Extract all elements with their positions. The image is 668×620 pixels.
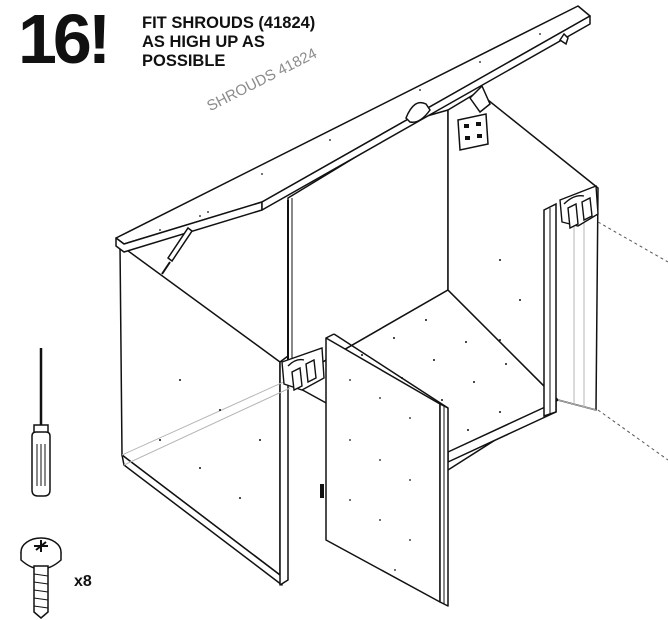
shroud-bracket-icon: [281, 347, 325, 392]
leader-lines: [597, 221, 668, 461]
instruction-line-1: FIT SHROUDS (41824): [142, 14, 316, 32]
lid-dots: [159, 33, 541, 231]
open-door: [325, 333, 449, 607]
door-hinge: [320, 484, 324, 498]
step-number: 16!: [18, 0, 111, 78]
shroud-bracket-icon: [559, 185, 599, 230]
screw-quantity: x8: [74, 573, 92, 590]
lid-strut: [161, 226, 194, 275]
step-instruction: FIT SHROUDS (41824) AS HIGH UP AS POSSIB…: [142, 14, 382, 71]
left-side-panel: [119, 244, 281, 576]
instruction-line-2: AS HIGH UP AS: [142, 33, 265, 51]
hinge-plate: [457, 113, 489, 151]
screw-icon: [20, 537, 62, 619]
cabinet-body: [119, 91, 599, 586]
instruction-line-3: POSSIBLE: [142, 52, 226, 70]
screwdriver-icon: [31, 348, 51, 497]
bottom-rail: [121, 454, 283, 586]
lid-hinges: [405, 32, 569, 123]
right-post: [543, 202, 557, 418]
left-post: [279, 355, 289, 586]
door-dots: [349, 379, 411, 571]
hidden-edges: [121, 200, 597, 466]
